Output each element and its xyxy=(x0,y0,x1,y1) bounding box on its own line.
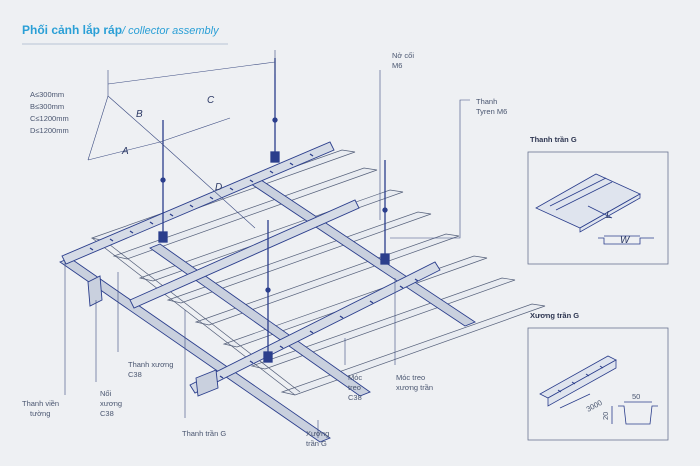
leader-lines xyxy=(64,70,470,438)
dimension-lines xyxy=(87,50,276,229)
detail1-profile xyxy=(587,205,654,245)
hanger-rods xyxy=(158,58,390,363)
dim-c: C xyxy=(207,95,215,106)
detail2-width: 50 xyxy=(632,392,640,401)
label-nut: Nở cối M6 xyxy=(392,51,416,70)
detail2-frame xyxy=(527,327,669,441)
detail2-slots xyxy=(557,365,604,393)
c38-rails xyxy=(61,141,441,394)
label-wall-angle: Thanh viền tường xyxy=(22,399,61,418)
detail1-title: Thanh trần G xyxy=(530,135,577,144)
constraint-b: B≤300mm xyxy=(30,102,64,111)
detail2-height: 20 xyxy=(601,412,610,420)
constraint-c: C≤1200mm xyxy=(30,114,69,123)
constraint-list: A≤300mm B≤300mm C≤1200mm D≤1200mm xyxy=(30,90,69,135)
constraint-d: D≤1200mm xyxy=(30,126,69,135)
wall-angle xyxy=(87,275,219,397)
dim-b: B xyxy=(136,109,143,120)
detail1-panel-drawing xyxy=(535,173,641,233)
panel-edges xyxy=(91,237,301,396)
detail1-w: W xyxy=(620,235,631,246)
dim-a: A xyxy=(121,146,129,157)
detail2-profile xyxy=(559,393,658,425)
detail2-title: Xương trần G xyxy=(530,311,579,320)
label-joiner: Nối xương C38 xyxy=(100,389,124,418)
rail-slots xyxy=(89,153,419,379)
keel-rails xyxy=(59,175,476,443)
label-c38: Thanh xương C38 xyxy=(128,360,175,379)
dim-d: D xyxy=(215,182,222,193)
detail2-length: 3000 xyxy=(585,398,604,414)
label-panel: Thanh trần G xyxy=(182,429,226,438)
detail1-frame xyxy=(527,151,669,265)
detail1-l: L xyxy=(606,210,612,221)
label-hanger-c38: Móc treo C38 xyxy=(348,373,364,402)
label-rod: Thanh Tyren M6 xyxy=(476,97,507,116)
title: Phối cảnh lắp ráp/ collector assembly xyxy=(22,22,220,37)
label-hanger-keel: Móc treo xương trần xyxy=(396,373,433,392)
constraint-a: A≤300mm xyxy=(30,90,64,99)
label-keel: Xương trần G xyxy=(306,429,331,448)
detail2-keel-drawing xyxy=(539,355,617,407)
